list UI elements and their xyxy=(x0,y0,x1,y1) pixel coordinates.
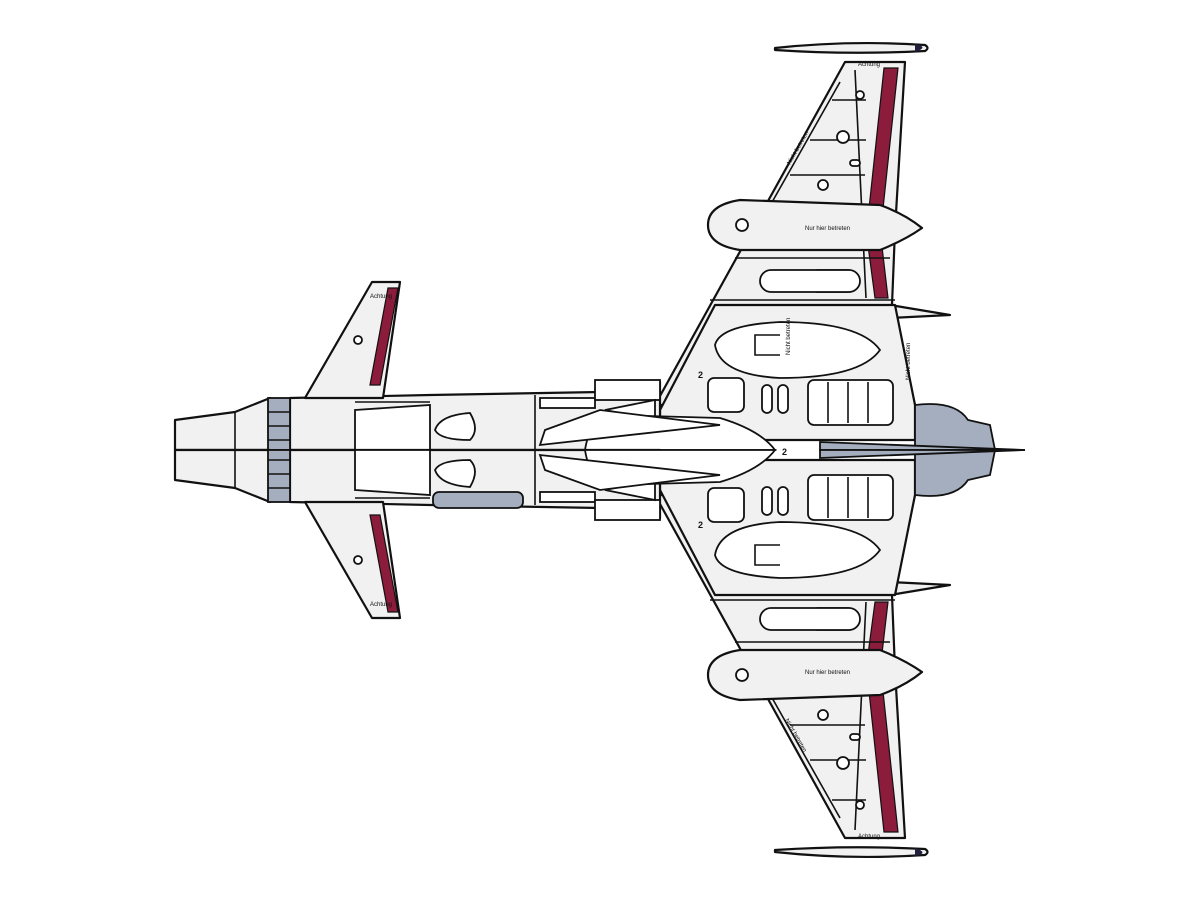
access-port xyxy=(855,90,865,100)
wing-pod xyxy=(706,198,924,252)
caution-label: Achtung xyxy=(370,294,392,300)
wingtip-rail xyxy=(773,41,929,54)
canopy-frame xyxy=(538,409,721,447)
wing-hatch xyxy=(759,269,861,293)
access-port xyxy=(817,179,829,191)
panel-line xyxy=(854,69,867,299)
wingtip-cap xyxy=(915,44,923,52)
nose-upper xyxy=(173,396,272,452)
fuselage-panel xyxy=(354,404,431,451)
vent-slot xyxy=(761,384,773,414)
caution-label: Achtung xyxy=(858,62,880,68)
no-step-label: Nicht betreten xyxy=(786,318,792,355)
vent-grille xyxy=(807,379,894,426)
access-port xyxy=(353,335,363,345)
fuselage-hatch xyxy=(434,412,476,441)
caution-label: Achtung xyxy=(370,602,392,608)
walk-here-label: Nur hier betreten xyxy=(805,226,850,232)
drop-tank xyxy=(432,491,524,509)
station-number: 2 xyxy=(698,370,703,380)
aircraft-lower-half xyxy=(173,448,1027,859)
vent-slot xyxy=(777,384,789,414)
wing-fence xyxy=(888,303,952,320)
station-number: 2 xyxy=(698,520,703,530)
engine-exhaust xyxy=(914,403,997,451)
no-step-label: Nicht betreten xyxy=(906,343,912,380)
caution-label: Achtung xyxy=(858,834,880,840)
engine-ring xyxy=(267,397,291,451)
service-panel xyxy=(707,377,745,413)
canard-stripe xyxy=(369,287,399,386)
station-number: 2 xyxy=(782,447,787,457)
fuselage-panel xyxy=(594,379,661,401)
intake-hatch-marking xyxy=(754,334,780,356)
mirrored-half xyxy=(173,448,1027,859)
access-slot xyxy=(849,159,861,167)
access-port xyxy=(836,130,850,144)
pod-port xyxy=(735,218,749,232)
aircraft-upper-half xyxy=(173,41,1026,452)
intake-hatch xyxy=(714,321,882,379)
fuselage-panel xyxy=(539,397,596,409)
walk-here-label: Nur hier betreten xyxy=(805,670,850,676)
